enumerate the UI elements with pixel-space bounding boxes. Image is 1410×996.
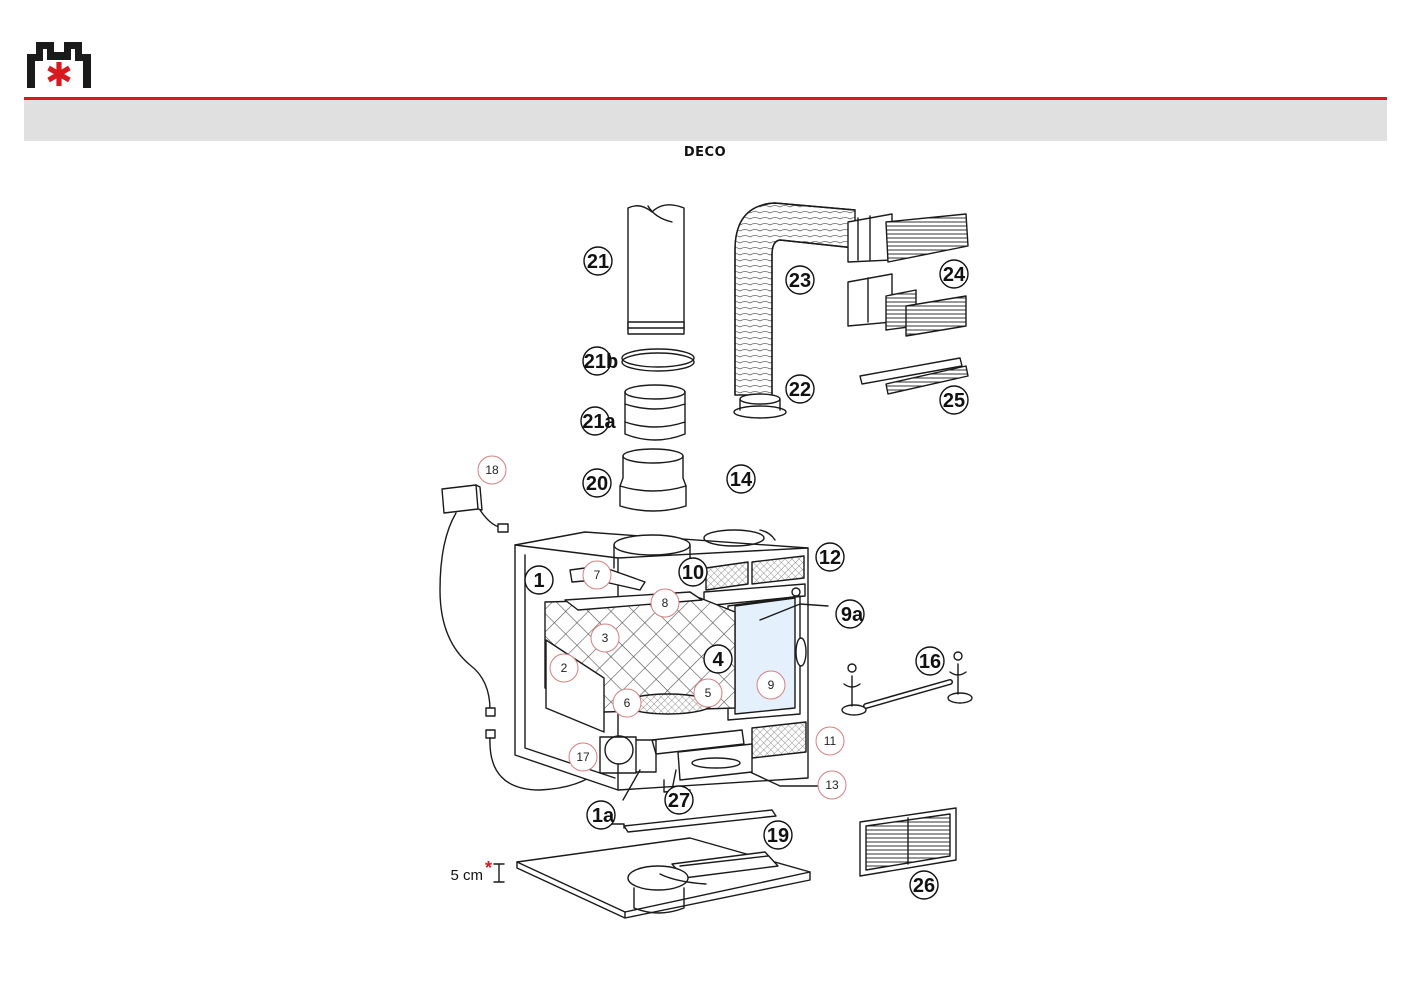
callout-9: 9	[756, 670, 786, 700]
callout-18: 18	[477, 455, 507, 485]
svg-text:2: 2	[561, 661, 568, 675]
svg-text:22: 22	[789, 379, 811, 401]
svg-text:21a: 21a	[582, 411, 616, 433]
callout-16: 16	[915, 646, 945, 676]
callout-14: 14	[726, 464, 756, 494]
callout-24: 24	[939, 259, 969, 289]
callout-8: 8	[650, 588, 680, 618]
callout-21a: 21a	[580, 406, 617, 436]
trim-strip-part	[859, 357, 969, 395]
svg-text:26: 26	[913, 875, 935, 897]
callout-25: 25	[939, 385, 969, 415]
svg-text:18: 18	[485, 463, 499, 477]
adapter-part	[619, 448, 687, 512]
handle-part	[841, 651, 973, 716]
svg-text:21b: 21b	[584, 351, 618, 373]
header-red-rule	[24, 97, 1387, 100]
callout-1: 1	[524, 565, 554, 595]
svg-text:27: 27	[668, 790, 690, 812]
svg-text:14: 14	[730, 469, 753, 491]
outlet-grille-part	[859, 807, 957, 877]
callout-5: 5	[693, 678, 723, 708]
header-gray-band	[24, 100, 1387, 141]
svg-text:4: 4	[712, 649, 724, 671]
svg-text:20: 20	[586, 473, 608, 495]
callout-13: 13	[817, 770, 847, 800]
control-box-part	[439, 484, 601, 791]
svg-text:5: 5	[705, 686, 712, 700]
svg-text:9a: 9a	[841, 604, 864, 626]
callout-4: 4	[703, 644, 733, 674]
fireplace-insert-body	[514, 529, 829, 801]
callout-9a: 9a	[835, 599, 865, 629]
dimension-mark	[493, 863, 505, 883]
svg-text:21: 21	[587, 251, 609, 273]
flue-pipe-part	[627, 204, 685, 335]
svg-text:19: 19	[767, 825, 789, 847]
sealing-strip-part	[609, 809, 777, 833]
callout-6: 6	[612, 688, 642, 718]
collar-part	[624, 384, 686, 441]
svg-text:25: 25	[943, 390, 965, 412]
callout-27: 27	[664, 785, 694, 815]
vent-grille-part	[847, 213, 969, 337]
callout-12: 12	[815, 542, 845, 572]
callout-22: 22	[785, 374, 815, 404]
svg-text:3: 3	[602, 631, 609, 645]
callout-21: 21	[583, 246, 613, 276]
callout-10: 10	[678, 557, 708, 587]
spigot-part	[733, 393, 787, 419]
callout-1a: 1a	[586, 800, 616, 830]
callout-2: 2	[549, 653, 579, 683]
callout-21b: 21b	[582, 346, 618, 376]
callout-11: 11	[815, 726, 845, 756]
svg-text:16: 16	[919, 651, 941, 673]
callout-17: 17	[568, 742, 598, 772]
svg-text:12: 12	[819, 547, 841, 569]
dimension-asterisk: *	[485, 858, 492, 878]
svg-text:7: 7	[594, 568, 601, 582]
flexible-hose-part	[734, 202, 856, 396]
svg-text:9: 9	[768, 678, 775, 692]
clamp-ring-part	[621, 348, 695, 372]
brand-logo-icon	[27, 42, 91, 88]
svg-text:6: 6	[624, 696, 631, 710]
svg-text:17: 17	[576, 750, 590, 764]
svg-text:1a: 1a	[592, 805, 615, 827]
svg-text:24: 24	[943, 264, 966, 286]
svg-text:13: 13	[825, 778, 839, 792]
callout-23: 23	[785, 265, 815, 295]
base-plate-part	[516, 837, 811, 919]
svg-text:8: 8	[662, 596, 669, 610]
svg-text:23: 23	[789, 270, 811, 292]
svg-text:1: 1	[533, 570, 544, 592]
dimension-label: 5 cm	[450, 867, 483, 884]
svg-text:11: 11	[824, 734, 837, 748]
callout-19: 19	[763, 820, 793, 850]
callout-7: 7	[582, 560, 612, 590]
callout-20: 20	[582, 468, 612, 498]
callout-26: 26	[909, 870, 939, 900]
svg-text:10: 10	[682, 562, 704, 584]
model-title: DECO	[683, 145, 727, 160]
callout-3: 3	[590, 623, 620, 653]
